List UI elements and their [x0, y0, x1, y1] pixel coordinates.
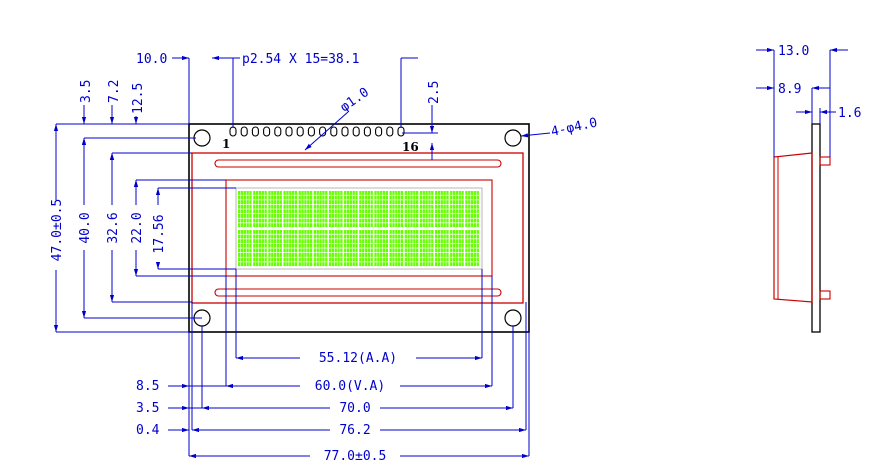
pin — [307, 126, 315, 137]
character-cell — [298, 230, 313, 267]
dim-pin-offset: 2.5 — [427, 81, 442, 104]
dim-depth: 13.0 — [778, 44, 809, 59]
side-bezel — [773, 152, 813, 303]
side-tab-top — [819, 156, 831, 166]
dimension-lines — [53, 55, 551, 459]
pin — [285, 126, 293, 137]
character-cell — [389, 191, 404, 228]
pin — [363, 126, 371, 137]
dim-hole-pitch-width: 70.0 — [339, 401, 370, 416]
side-pcb — [811, 123, 821, 333]
dim-w-3-5: 3.5 — [136, 401, 159, 416]
mount-hole-bottom-right — [504, 309, 522, 327]
dim-aa-height: 17.56 — [152, 214, 167, 253]
dim-overall-height: 47.0±0.5 — [50, 199, 65, 262]
character-cell — [450, 191, 464, 228]
pin — [296, 126, 304, 137]
dim-pin-pitch: p2.54 X 15=38.1 — [242, 52, 359, 67]
pin — [229, 126, 237, 137]
dim-left-margin: 10.0 — [136, 52, 167, 67]
pin-label-first: 1 — [222, 137, 230, 151]
dim-w-8-5: 8.5 — [136, 379, 159, 394]
character-cell — [283, 230, 298, 267]
side-dimension-texts: 13.0 8.9 1.6 — [778, 44, 861, 121]
character-cell — [450, 230, 464, 267]
dim-va-height: 22.0 — [130, 212, 145, 243]
dim-h-7-2: 7.2 — [107, 80, 122, 103]
side-tab-bottom — [819, 290, 831, 300]
character-cell — [283, 191, 298, 228]
dim-bezel-depth: 8.9 — [778, 82, 801, 97]
character-cell — [465, 191, 479, 228]
pin — [386, 126, 394, 137]
pin — [375, 126, 383, 137]
bezel-outer — [191, 152, 524, 304]
character-cell — [313, 230, 328, 267]
character-cell — [465, 230, 479, 267]
dim-hole-pitch-height: 40.0 — [78, 212, 93, 243]
pin — [240, 126, 248, 137]
dim-pcb-thickness: 1.6 — [838, 106, 861, 121]
character-cell — [313, 191, 328, 228]
front-view: 1 16 — [188, 123, 530, 333]
character-cell — [253, 230, 267, 267]
character-cell — [359, 191, 373, 228]
pin — [352, 126, 360, 137]
bezel-bottom-slot — [214, 288, 502, 297]
dim-pcb-width: 76.2 — [339, 423, 370, 438]
pin — [274, 126, 282, 137]
character-cell — [344, 191, 358, 228]
pcb-outline — [188, 123, 530, 333]
dim-w-0-4: 0.4 — [136, 423, 160, 438]
character-cell — [419, 191, 434, 228]
character-cell — [434, 191, 449, 228]
character-cell — [434, 230, 449, 267]
character-cell — [374, 230, 389, 267]
character-cell — [268, 191, 282, 228]
dim-pin-hole: φ1.0 — [338, 85, 372, 115]
character-cell — [404, 191, 419, 228]
bezel-top-slot — [214, 159, 502, 168]
viewing-area — [225, 179, 493, 277]
character-cell — [359, 230, 373, 267]
pin — [341, 126, 349, 137]
character-cell — [328, 230, 343, 267]
character-cell — [374, 191, 389, 228]
dim-bezel-height: 32.6 — [106, 212, 121, 243]
character-cell — [238, 191, 252, 228]
pin-header — [229, 126, 405, 137]
pin — [397, 126, 405, 137]
pin-label-last: 16 — [402, 140, 419, 154]
character-cell — [389, 230, 404, 267]
character-cell — [419, 230, 434, 267]
character-cell — [328, 191, 343, 228]
dim-h-3-5: 3.5 — [79, 80, 94, 103]
dim-mount-holes: 4-φ4.0 — [550, 115, 599, 139]
character-cell — [404, 230, 419, 267]
character-cell — [298, 191, 313, 228]
pin — [263, 126, 271, 137]
dim-h-12-5: 12.5 — [131, 83, 146, 114]
character-cell — [268, 230, 282, 267]
dim-va-width: 60.0(V.A) — [315, 379, 385, 394]
dim-overall-width: 77.0±0.5 — [324, 449, 387, 464]
dim-aa-width: 55.12(A.A) — [319, 351, 397, 366]
mount-hole-top-left — [193, 129, 211, 147]
character-cell — [253, 191, 267, 228]
mount-hole-top-right — [504, 129, 522, 147]
character-cell — [238, 230, 252, 267]
character-grid — [238, 191, 479, 267]
character-cell — [344, 230, 358, 267]
side-view — [773, 123, 831, 333]
side-dimension-lines — [756, 47, 848, 157]
pin — [251, 126, 259, 137]
pin — [330, 126, 338, 137]
